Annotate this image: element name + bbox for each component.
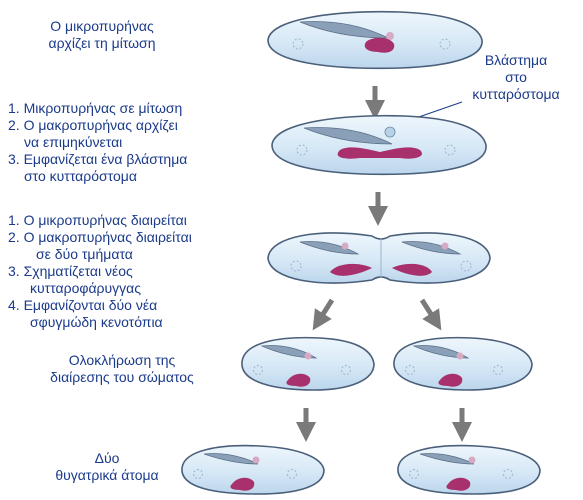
macronucleus-icon [230, 477, 255, 491]
contractile-vacuole-icon [290, 260, 302, 272]
oral-groove-icon [203, 453, 259, 465]
stage-2-step-2-cont: να επιμηκύνεται [24, 134, 123, 150]
oral-groove-icon [303, 127, 393, 145]
oral-groove-icon [412, 345, 470, 359]
contractile-vacuole-icon [409, 469, 419, 479]
contractile-vacuole-icon [287, 469, 297, 479]
cell-stage-5-right [397, 444, 541, 495]
oral-groove-icon [260, 345, 318, 359]
callout-label: Βλάστημα στο κυτταρόστομα [456, 52, 576, 103]
macronucleus-icon [286, 373, 311, 387]
arrow-down-right [419, 298, 442, 331]
macronucleus-icon [392, 263, 432, 276]
callout-line-2: στο [505, 69, 527, 85]
micronucleus-icon [304, 352, 312, 360]
stage-2-step-1: 1. Μικροπυρήνας σε μίτωση [8, 100, 183, 116]
cell-stage-1 [267, 10, 483, 70]
cell-stage-5-left [181, 444, 325, 495]
macronucleus-icon [446, 477, 471, 491]
oral-groove-icon [419, 453, 475, 465]
contractile-vacuole-icon [493, 365, 503, 375]
micronucleus-icon [384, 126, 396, 138]
stage-3-step-1: 1. Ο μικροπυρήνας διαιρείται [8, 212, 187, 228]
stage-1-label: Ο μικροπυρήνας αρχίζει τη μίτωση [22, 18, 182, 52]
stage-1-line-1: Ο μικροπυρήνας [50, 18, 154, 34]
stage-3-step-2-cont: σε δύο τμήματα [36, 246, 133, 262]
contractile-vacuole-icon [253, 365, 263, 375]
stage-5-label: Δύο θυγατρικά άτομα [42, 450, 172, 484]
contractile-vacuole-icon [292, 38, 304, 50]
contractile-vacuole-icon [444, 144, 456, 156]
cell-stage-2 [271, 114, 487, 176]
stage-2-step-2: 2. Ο μακροπυρήνας αρχίζει [8, 117, 178, 133]
macronucleus-icon [364, 37, 395, 53]
contractile-vacuole-icon [296, 144, 308, 156]
macronucleus-icon [337, 147, 422, 159]
contractile-vacuole-icon [439, 38, 451, 50]
stage-5-line-1: Δύο [94, 450, 120, 466]
macronucleus-icon [438, 373, 463, 387]
cell-stage-4-left [241, 336, 375, 391]
callout-line-3: κυτταρόστομα [472, 86, 560, 102]
contractile-vacuole-icon [460, 260, 472, 272]
callout-line-1: Βλάστημα [484, 52, 548, 68]
oral-groove-icon [299, 241, 360, 255]
stage-3-step-2: 2. Ο μακροπυρήνας διαιρείται [8, 229, 192, 245]
micronucleus-icon [441, 242, 449, 250]
contractile-vacuole-icon [193, 469, 203, 479]
stage-3-steps: 1. Ο μικροπυρήνας διαιρείται 2. Ο μακροπ… [8, 212, 192, 331]
macronucleus-icon [330, 263, 372, 276]
contractile-vacuole-icon [341, 365, 351, 375]
arrow-down-left [312, 298, 335, 331]
micronucleus-icon [252, 456, 260, 464]
stage-3-step-4: 4. Εμφανίζονται δύο νέα [8, 297, 158, 313]
micronucleus-icon [341, 242, 349, 250]
micronucleus-icon [456, 352, 464, 360]
stage-1-line-2: αρχίζει τη μίτωση [48, 35, 156, 51]
stage-4-label: Ολοκλήρωση της διαίρεσης του σώματος [32, 352, 212, 386]
stage-2-step-3: 3. Εμφανίζεται ένα βλάστημα [8, 151, 188, 167]
oral-groove-icon [401, 241, 462, 255]
micronucleus-icon [386, 32, 394, 40]
stage-3-step-3: 3. Σχηματίζεται νέος [8, 263, 133, 279]
contractile-vacuole-icon [405, 365, 415, 375]
stage-3-step-4-cont: σφυγμώδη κενοτόπια [30, 314, 163, 330]
cell-stage-4-right [393, 336, 533, 391]
contractile-vacuole-icon [503, 469, 513, 479]
micronucleus-icon [468, 456, 476, 464]
cell-stage-3 [267, 232, 491, 284]
stage-3-step-3-cont: κυτταροφάρυγγας [30, 280, 141, 296]
stage-2-steps: 1. Μικροπυρήνας σε μίτωση 2. Ο μακροπυρή… [8, 100, 187, 185]
stage-4-line-2: διαίρεσης του σώματος [50, 369, 194, 385]
stage-4-line-1: Ολοκλήρωση της [68, 352, 176, 368]
stage-2-step-3-cont: στο κυτταρόστομα [24, 168, 137, 184]
stage-5-line-2: θυγατρικά άτομα [55, 467, 159, 483]
